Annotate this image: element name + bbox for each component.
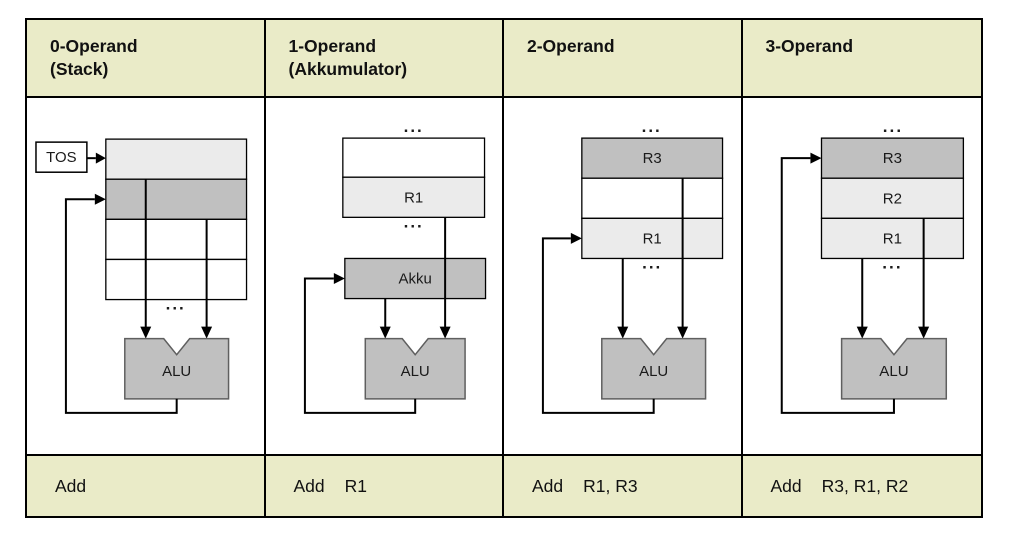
register-cells: R3 R1 [581, 137, 724, 260]
operand-r2-arrowhead-icon [917, 326, 929, 339]
operand1-arrowhead-icon [140, 326, 152, 339]
result-arrowhead-icon [809, 152, 821, 164]
header-line1: 3-Operand [765, 36, 854, 56]
registers-ellipsis-top: ... [642, 117, 662, 136]
registers-ellipsis-bottom: ... [882, 254, 902, 273]
result-feedback [780, 152, 895, 414]
result-feedback-line [64, 198, 178, 414]
alu-label: ALU [639, 363, 668, 380]
register-cell-r1 [341, 176, 485, 218]
alu-label: ALU [400, 363, 429, 380]
isa-comparison-table: 0-Operand (Stack) 1-Operand (Akkumulator… [25, 18, 983, 518]
register-label-r3: R3 [882, 150, 901, 167]
tos-label: TOS [46, 149, 77, 166]
alu-label: ALU [879, 363, 908, 380]
diagram-cell-2-operand: ... R3 R1 ... ALU [504, 98, 743, 456]
column-header-1-operand: 1-Operand (Akkumulator) [265, 20, 504, 98]
instruction-mnemonic: Add [55, 475, 87, 496]
result-feedback [64, 193, 178, 414]
register-label-r1: R1 [404, 189, 423, 206]
operand-r1-arrowhead-icon [617, 326, 629, 339]
column-header-0-operand: 0-Operand (Stack) [27, 20, 266, 98]
result-feedback-line [780, 157, 895, 414]
operand-r3-arrowhead-icon [677, 326, 689, 339]
alu-shape [840, 337, 947, 400]
result-feedback-line [303, 277, 416, 414]
stack-cell-top [105, 138, 248, 180]
header-line2: (Stack) [50, 59, 109, 79]
result-feedback-line [541, 237, 655, 414]
registers-ellipsis-top: ... [403, 117, 423, 136]
header-line1: 0-Operand [50, 36, 138, 56]
instruction-example-akkumulator: Add R1 [265, 456, 504, 516]
register-label-r1: R1 [882, 230, 901, 247]
result-feedback [303, 272, 416, 414]
instruction-mnemonic: Add [532, 475, 564, 496]
stack-cell-third [105, 218, 248, 261]
header-line1: 2-Operand [527, 36, 615, 56]
register-cell-r2 [820, 177, 964, 219]
operand-lines [140, 179, 213, 339]
header-line1: 1-Operand [288, 36, 377, 56]
header-line2: (Akkumulator) [288, 59, 408, 79]
result-feedback [541, 232, 655, 414]
operand-r1-arrowhead-icon [439, 326, 451, 339]
instruction-example-3-operand: Add R3, R1, R2 [742, 456, 981, 516]
two-operand-architecture-diagram: ... R3 R1 ... ALU [541, 117, 724, 414]
alu-shape [601, 337, 707, 400]
diagram-cell-3-operand: ... R3 R2 R1 ... ALU [742, 98, 981, 456]
akkumulator-architecture-diagram: ... R1 ... Akku ALU [303, 117, 486, 414]
register-cell-empty [341, 137, 485, 178]
alu-label: ALU [162, 363, 191, 380]
alu-shape [124, 337, 230, 400]
akku-box [343, 257, 486, 300]
register-cells: R1 [341, 137, 485, 218]
tos-box [35, 141, 88, 173]
register-cell-r1 [820, 217, 964, 260]
register-label-r2: R2 [882, 190, 901, 207]
register-cell-r3 [820, 137, 964, 179]
stack-architecture-diagram: TOS ... ALU [35, 138, 248, 414]
operand-r1-arrowhead-icon [856, 326, 868, 339]
instruction-operands: R1 [344, 475, 368, 496]
operand2-arrowhead-icon [201, 326, 213, 339]
registers-ellipsis-bottom: ... [642, 253, 662, 272]
result-arrowhead-icon [570, 232, 582, 244]
stack-cells [105, 138, 248, 301]
column-header-3-operand: 3-Operand [742, 20, 981, 98]
register-cells: R3 R2 R1 [820, 137, 964, 260]
instruction-mnemonic: Add [293, 475, 325, 496]
register-cell-r3 [581, 137, 724, 179]
result-arrowhead-icon [94, 193, 106, 205]
registers-ellipsis-top: ... [882, 117, 902, 136]
akku-label: Akku [398, 270, 431, 287]
register-cell-empty [581, 177, 724, 219]
stack-cell-second [105, 178, 248, 220]
stack-ellipsis: ... [166, 295, 186, 314]
registers-ellipsis-bottom: ... [403, 212, 423, 231]
tos-pointer: TOS [35, 141, 106, 173]
stack-cell-fourth [105, 258, 248, 301]
register-cell-r1 [581, 217, 724, 260]
instruction-example-2-operand: Add R1, R3 [504, 456, 743, 516]
operand-lines [617, 178, 689, 339]
column-header-2-operand: 2-Operand [504, 20, 743, 98]
register-label-r3: R3 [643, 150, 662, 167]
result-arrowhead-icon [333, 272, 345, 285]
tos-arrowhead-icon [95, 152, 106, 164]
three-operand-architecture-diagram: ... R3 R2 R1 ... ALU [780, 117, 964, 414]
operand-lines [856, 218, 929, 339]
diagram-cell-stack: TOS ... ALU [27, 98, 266, 456]
instruction-mnemonic: Add [770, 475, 802, 496]
instruction-operands: R3, R1, R2 [821, 475, 909, 496]
operand-lines [379, 217, 451, 339]
alu-shape [364, 337, 466, 400]
operand-akku-arrowhead-icon [379, 326, 391, 339]
diagram-cell-akkumulator: ... R1 ... Akku ALU [265, 98, 504, 456]
register-label-r1: R1 [643, 230, 662, 247]
instruction-operands: R1, R3 [583, 475, 638, 496]
instruction-example-stack: Add [27, 456, 266, 516]
